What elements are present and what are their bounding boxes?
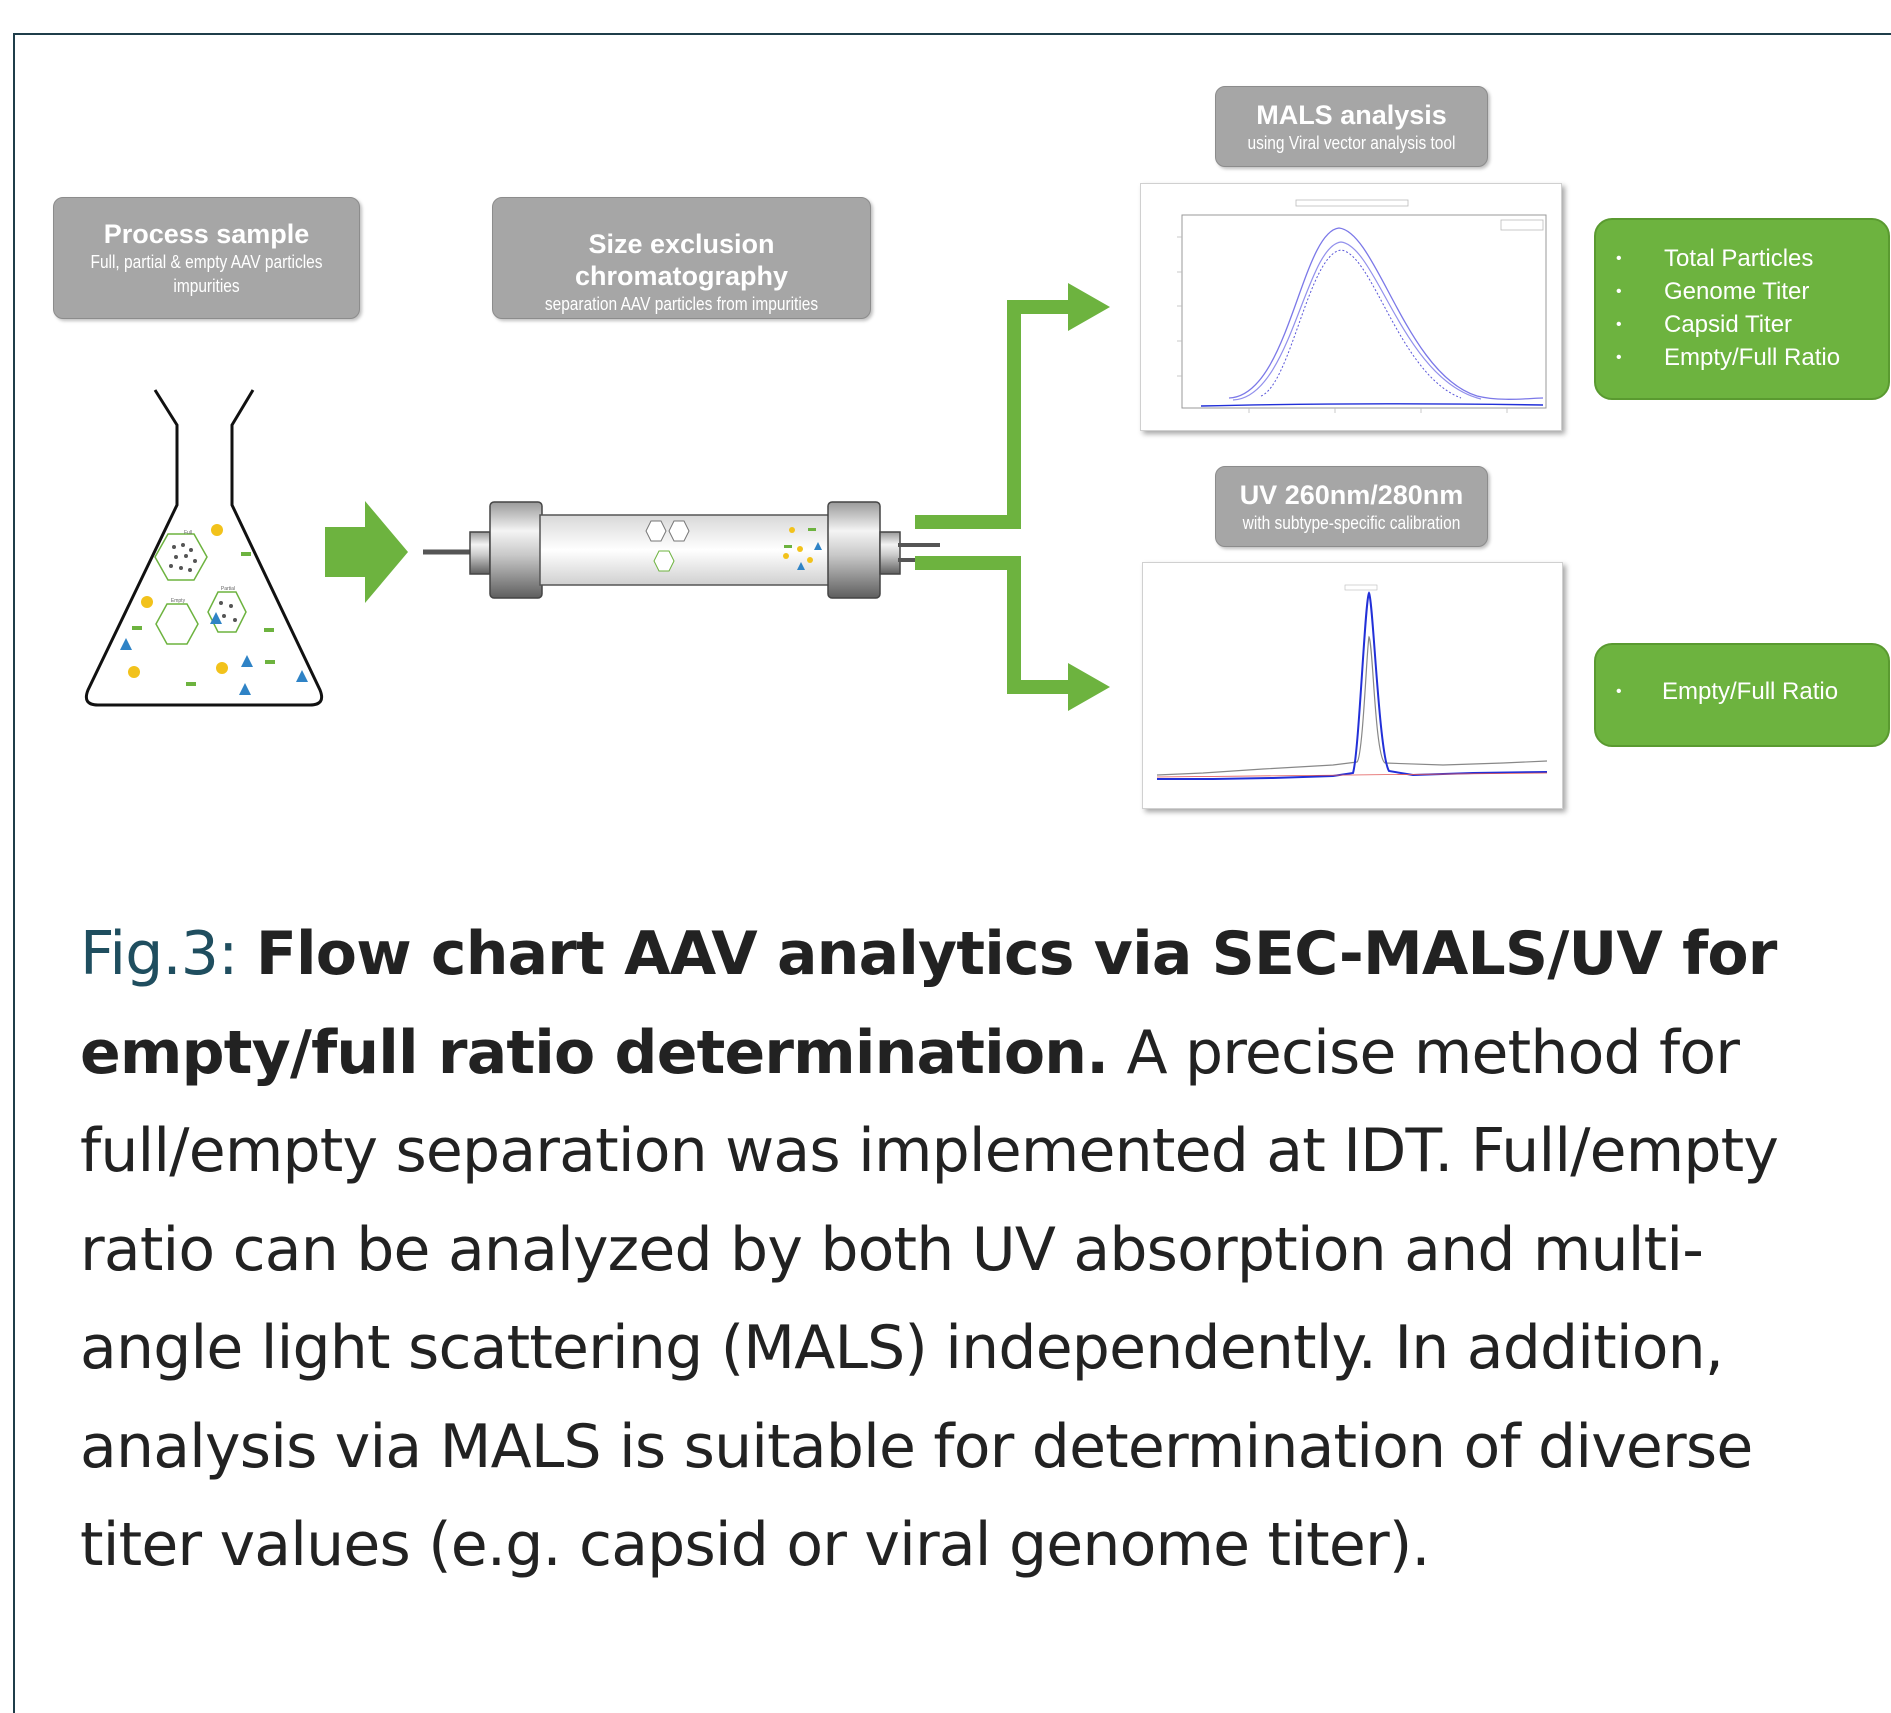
caption-bold-title: Flow chart AAV analytics via SEC-MALS/UV… (80, 919, 1777, 1088)
mals-legend-box (1500, 219, 1544, 231)
mals-title: MALS analysis (1256, 100, 1447, 130)
process-sample-title: Process sample (103, 219, 310, 249)
mals-results-box: •Total Particles •Genome Titer •Capsid T… (1594, 218, 1890, 400)
uv-results-box: •Empty/Full Ratio (1594, 643, 1890, 747)
mals-result-label: Empty/Full Ratio (1664, 344, 1841, 371)
uv-280-trace (1156, 635, 1548, 776)
flask-label-full: Full (184, 530, 192, 536)
mals-trace-1 (1228, 227, 1544, 400)
flask-icon: Full Empty Partial (84, 389, 324, 707)
hexagon-empty-icon (155, 603, 199, 645)
mals-chart-title-bar (1295, 199, 1409, 207)
mals-result-label: Genome Titer (1664, 278, 1810, 305)
sec-subtitle: separation AAV particles from impurities (544, 294, 819, 314)
mals-result-label: Capsid Titer (1664, 311, 1793, 338)
flow-diagram: Full Empty Partial (84, 283, 1110, 711)
mals-y-ticks (1177, 236, 1182, 377)
mals-results-list: •Total Particles •Genome Titer •Capsid T… (1596, 242, 1888, 374)
uv-baseline (1156, 772, 1548, 778)
sec-title: Size exclusion chromatography (574, 229, 789, 291)
uv-peak-label (1344, 584, 1378, 591)
mals-result-item: •Empty/Full Ratio (1616, 344, 1841, 371)
mals-baseline-trace (1200, 403, 1544, 407)
mals-result-item: •Capsid Titer (1616, 311, 1793, 338)
uv-box: UV 260nm/280nm with subtype-specific cal… (1215, 466, 1488, 547)
uv-chart (1156, 584, 1548, 780)
mals-subtitle: using Viral vector analysis tool (1247, 133, 1456, 153)
sec-box: Size exclusion chromatography separation… (492, 197, 871, 319)
branch-arrows (915, 283, 1110, 711)
mals-x-ticks (1248, 408, 1508, 413)
mals-chart (1177, 199, 1547, 413)
uv-title: UV 260nm/280nm (1239, 480, 1464, 510)
mals-result-label: Total Particles (1664, 245, 1814, 272)
uv-chart-panel (1142, 562, 1563, 809)
process-sample-box: Process sample Full, partial & empty AAV… (53, 197, 360, 319)
uv-result-label: Empty/Full Ratio (1662, 678, 1839, 705)
figure-caption: Fig.3: Flow chart AAV analytics via SEC-… (80, 905, 1860, 1595)
process-sample-subtitle: Full, partial & empty AAV particles (90, 252, 323, 272)
hexagon-partial-icon (207, 591, 247, 633)
process-sample-subtitle-2: impurities (173, 276, 240, 296)
caption-body: A precise method for full/empty separati… (80, 1017, 1779, 1581)
mals-analysis-box: MALS analysis using Viral vector analysi… (1215, 86, 1488, 167)
uv-result-item: •Empty/Full Ratio (1616, 678, 1839, 705)
mals-result-item: •Genome Titer (1616, 278, 1810, 305)
mals-trace-3 (1260, 249, 1462, 399)
uv-260-trace (1157, 591, 1548, 780)
mals-result-item: •Total Particles (1616, 245, 1814, 272)
arrow-to-column (325, 501, 408, 603)
flask-label-empty: Empty (171, 598, 186, 604)
column-icon (423, 501, 940, 599)
figure-frame (13, 33, 1891, 1713)
uv-results-list: •Empty/Full Ratio (1596, 675, 1888, 708)
hexagon-full-icon (154, 533, 208, 581)
mals-chart-panel (1140, 183, 1562, 431)
flask-label-partial: Partial (221, 586, 235, 592)
mals-trace-2 (1232, 241, 1482, 401)
uv-subtitle: with subtype-specific calibration (1242, 513, 1461, 533)
caption-figure-label: Fig.3: (80, 919, 256, 989)
impurity-dots (120, 524, 308, 695)
